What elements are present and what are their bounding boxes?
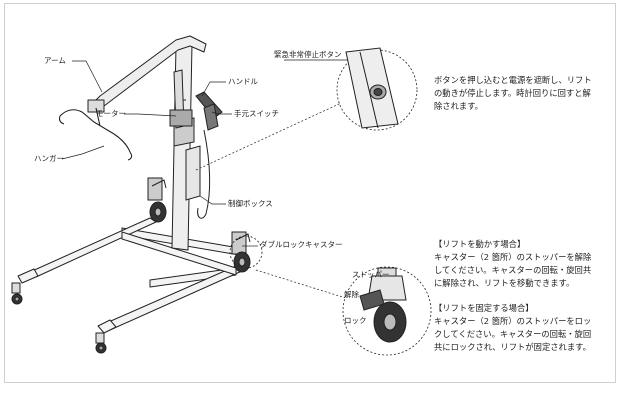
- note-fix-title: 【リフトを固定する場合】: [434, 303, 534, 313]
- lift-base: [17, 217, 246, 334]
- note-move-line: してください。キャスターの回転・旋回共: [434, 265, 592, 275]
- label-handle: ハンドル: [228, 77, 258, 86]
- hand-switch-cable: [197, 129, 211, 219]
- lift-handle: [195, 91, 223, 131]
- emergency-stop-zoom: [336, 47, 418, 131]
- label-lock: ロック: [344, 316, 367, 325]
- note-fix-line: 共にロックされ、リフトが固定されます。: [434, 342, 591, 352]
- note-emergency-line: ボタンを押し込むと電源を遮断し、リフト: [434, 75, 592, 85]
- rear-caster-right: [231, 231, 251, 273]
- note-move-title: 【リフトを動かす場合】: [434, 239, 526, 249]
- label-motor: モーター: [96, 109, 126, 118]
- label-arm: アーム: [44, 56, 66, 65]
- diagram-frame: [4, 3, 616, 383]
- note-emergency: ボタンを押し込むと電源を遮断し、リフト の動きが停止します。時計回りに回すと解 …: [434, 74, 592, 113]
- front-caster-left: [11, 282, 23, 305]
- lift-hanger: [58, 107, 133, 161]
- rear-caster-left: [147, 177, 167, 223]
- label-hand-switch: 手元スイッチ: [234, 109, 279, 118]
- lift-boom-arm: [87, 35, 207, 113]
- front-caster-right: [95, 332, 107, 354]
- note-fix: 【リフトを固定する場合】 キャスター（2 箇所）のストッパーをロッ クしてくださ…: [434, 302, 591, 354]
- lift-motor: [169, 69, 193, 129]
- label-release: 解除: [344, 290, 359, 299]
- label-hanger: ハンガー: [34, 154, 64, 163]
- note-fix-line: キャスター（2 箇所）のストッパーをロッ: [434, 316, 592, 326]
- label-emergency-stop-button: 緊急非常停止ボタン: [274, 50, 342, 59]
- note-move: 【リフトを動かす場合】 キャスター（2 箇所）のストッパーを解除 してください。…: [434, 238, 591, 290]
- label-stopper: ストッパー: [352, 270, 390, 279]
- caster-zoom: [342, 266, 432, 356]
- note-emergency-line: の動きが停止します。時計回りに回すと解: [434, 88, 591, 98]
- note-emergency-line: 除されます。: [434, 101, 483, 111]
- note-move-line: キャスター（2 箇所）のストッパーを解除: [434, 252, 592, 262]
- note-fix-line: クしてください。キャスターの回転・旋回: [434, 329, 592, 339]
- caster-highlight-circle: [229, 235, 263, 269]
- label-double-lock-caster: ダブルロックキャスター: [260, 240, 343, 249]
- note-move-line: に解除され、リフトを移動できます。: [434, 278, 575, 288]
- label-control-box: 制御ボックス: [228, 199, 273, 208]
